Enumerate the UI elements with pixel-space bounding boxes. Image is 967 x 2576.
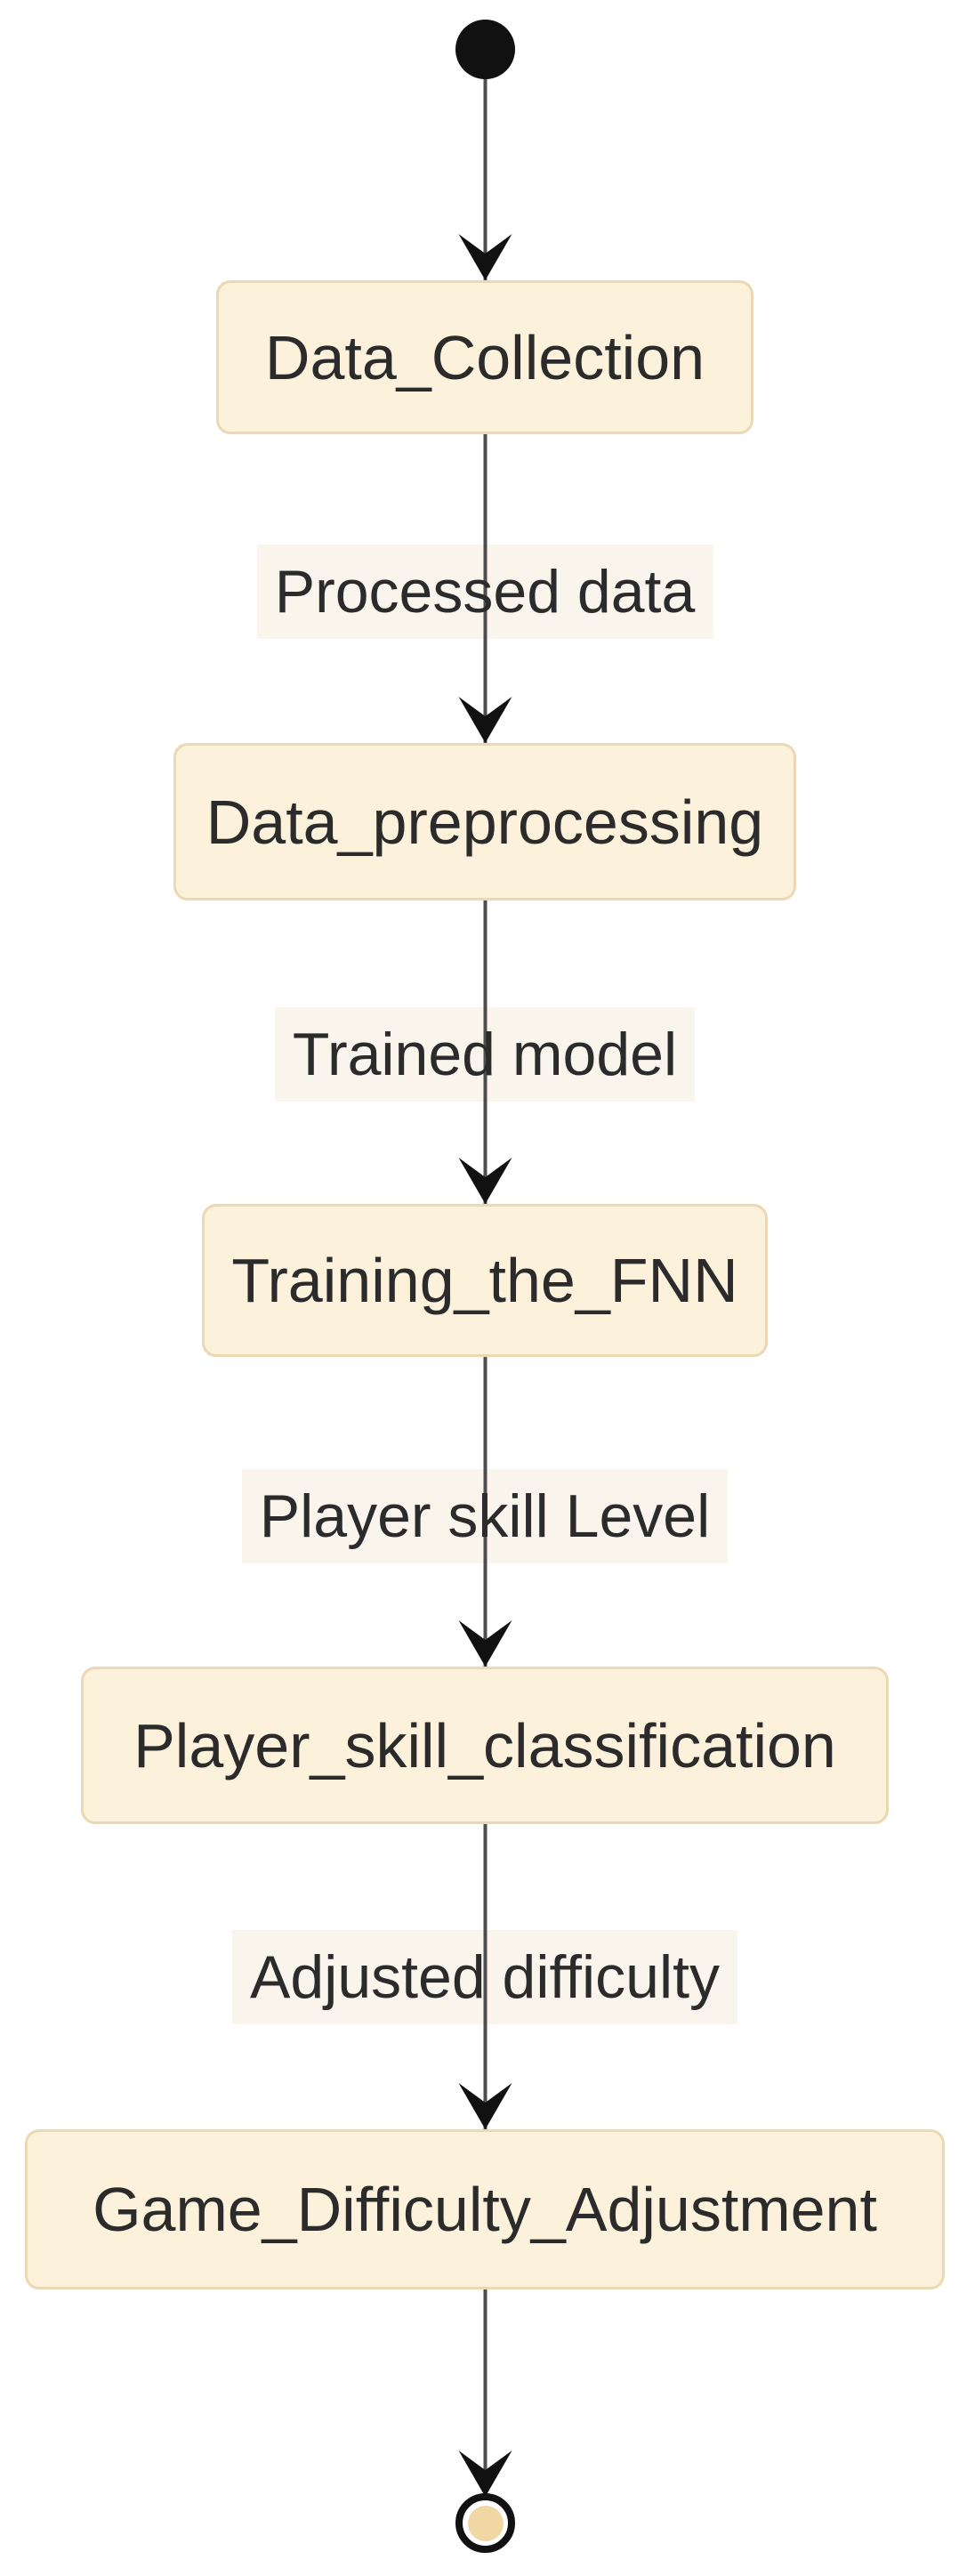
state-label: Game_Difficulty_Adjustment xyxy=(93,2175,877,2244)
state-node-data-preprocessing: Data_preprocessing xyxy=(173,743,796,900)
arrowhead-icon xyxy=(458,234,512,280)
transition-label-player-skill-level: Player skill Level xyxy=(259,1482,711,1550)
state-node-game-difficulty-adjustment: Game_Difficulty_Adjustment xyxy=(25,2129,945,2289)
state-label: Data_preprocessing xyxy=(205,787,764,857)
initial-state-icon xyxy=(455,20,515,79)
final-state-icon xyxy=(455,2493,515,2553)
arrowhead-icon xyxy=(458,697,512,743)
final-state-core xyxy=(467,2505,504,2541)
state-node-player-skill-classification: Player_skill_classification xyxy=(81,1667,889,1824)
arrowhead-icon xyxy=(458,2451,512,2497)
arrowhead-icon xyxy=(458,2083,512,2129)
arrowhead-icon xyxy=(458,1620,512,1667)
transition-label-adjusted-difficulty: Adjusted difficulty xyxy=(250,1943,720,2011)
state-label: Data_Collection xyxy=(264,322,705,392)
transition-label-processed-data: Processed data xyxy=(274,558,696,626)
transition-label-trained-model: Trained model xyxy=(292,1021,678,1088)
arrowhead-icon xyxy=(458,1158,512,1204)
state-label: Player_skill_classification xyxy=(133,1710,836,1781)
state-label: Training_the_FNN xyxy=(231,1246,738,1315)
state-node-training-the-fnn: Training_the_FNN xyxy=(202,1204,768,1357)
state-node-data-collection: Data_Collection xyxy=(216,280,753,434)
